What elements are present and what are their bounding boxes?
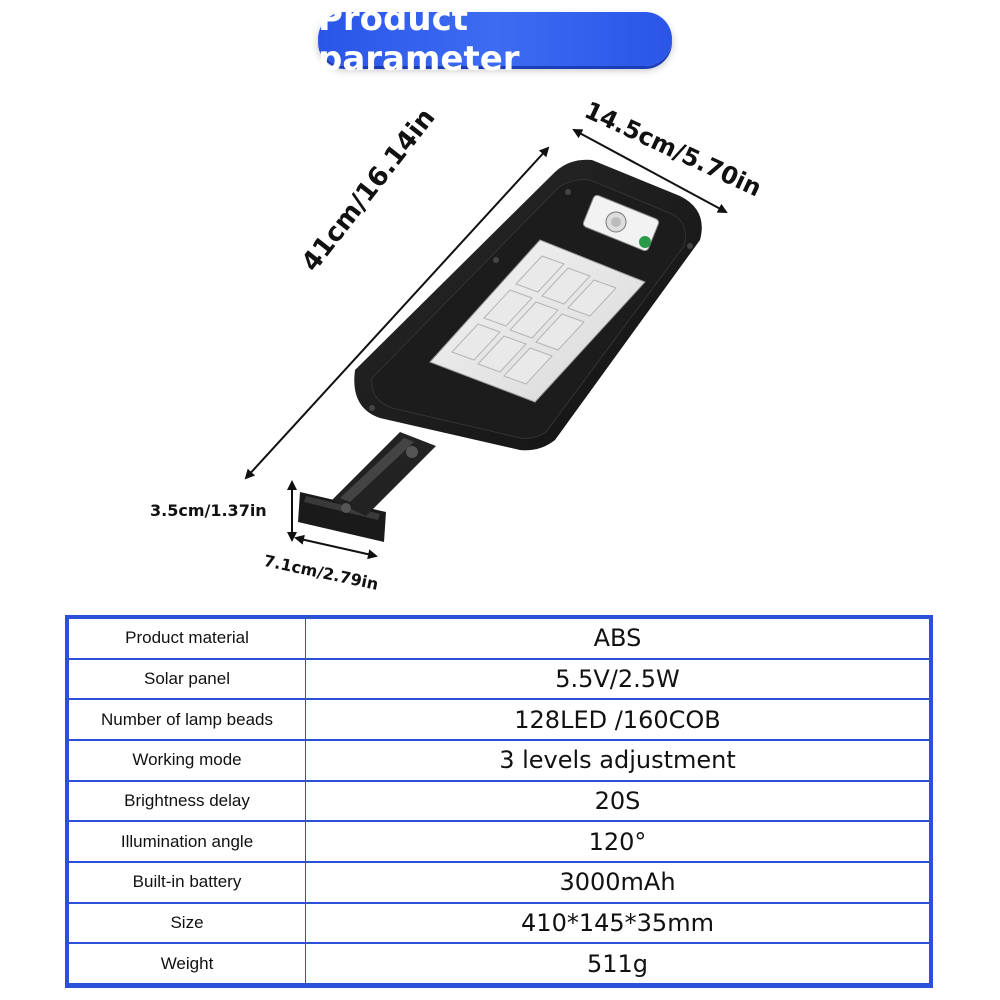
table-row: Solar panel 5.5V/2.5W <box>68 658 930 700</box>
table-row: Size 410*145*35mm <box>68 902 930 944</box>
lamp-body <box>354 159 702 451</box>
base-arrow <box>294 534 378 560</box>
spec-value: 5.5V/2.5W <box>305 658 930 700</box>
spec-value: 3 levels adjustment <box>305 739 930 782</box>
spec-value: 3000mAh <box>305 861 930 904</box>
spec-label: Weight <box>68 942 306 985</box>
title-banner: Product parameter <box>318 0 672 79</box>
table-row: Weight 511g <box>68 942 930 985</box>
height-dimension: 3.5cm/1.37in <box>150 501 267 520</box>
spec-value: 20S <box>305 780 930 822</box>
spec-value: 511g <box>305 942 930 985</box>
spec-value: 120° <box>305 820 930 863</box>
spec-value: 128LED /160COB <box>305 698 930 741</box>
width-arrow <box>572 129 728 213</box>
table-row: Working mode 3 levels adjustment <box>68 739 930 782</box>
product-illustration <box>244 129 728 560</box>
length-arrow <box>244 146 550 480</box>
page-title: Product parameter <box>318 0 520 79</box>
spec-table: Product material ABS Solar panel 5.5V/2.… <box>65 615 933 988</box>
spec-label: Product material <box>68 618 306 659</box>
spec-label: Size <box>68 902 306 944</box>
table-row: Brightness delay 20S <box>68 780 930 822</box>
spec-label: Solar panel <box>68 658 306 700</box>
spec-label: Brightness delay <box>68 780 306 822</box>
spec-label: Illumination angle <box>68 820 306 863</box>
spec-label: Built-in battery <box>68 861 306 904</box>
table-row: Number of lamp beads 128LED /160COB <box>68 698 930 741</box>
spec-value: 410*145*35mm <box>305 902 930 944</box>
spec-label: Working mode <box>68 739 306 782</box>
mount-bracket <box>298 432 436 542</box>
spec-value: ABS <box>305 618 930 659</box>
table-row: Illumination angle 120° <box>68 820 930 863</box>
table-row: Built-in battery 3000mAh <box>68 861 930 904</box>
spec-label: Number of lamp beads <box>68 698 306 741</box>
table-row: Product material ABS <box>68 618 930 659</box>
